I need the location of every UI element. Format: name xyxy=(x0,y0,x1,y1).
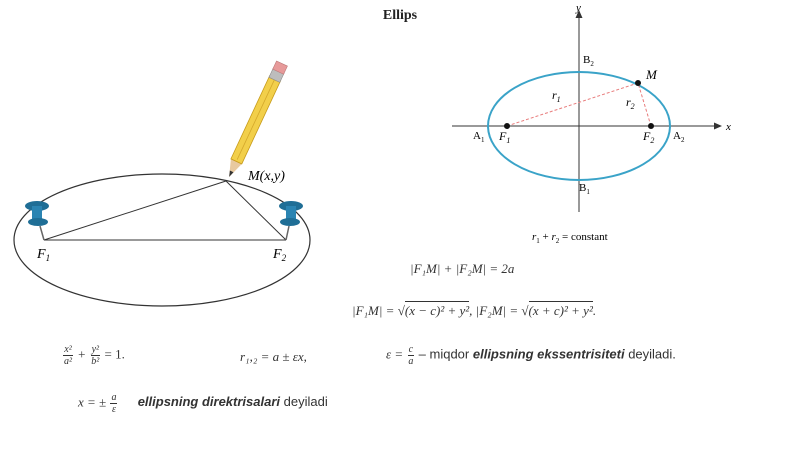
y-axis-label: y xyxy=(575,2,581,14)
point-m-label: M(x,y) xyxy=(247,169,285,184)
vertex-a2-label: A2 xyxy=(673,130,685,144)
string-f1-m xyxy=(43,180,227,241)
r2-segment xyxy=(637,82,652,127)
vertex-b1-label: B1 xyxy=(579,182,590,196)
pin-left-icon xyxy=(25,201,49,241)
focus1-label: F1 xyxy=(36,247,50,263)
focus-f2-label: F2 xyxy=(642,129,654,145)
x-axis-label: x xyxy=(725,121,731,133)
constant-caption: r1 + r2 = constant xyxy=(532,231,608,245)
vertex-b2-label: B2 xyxy=(583,54,594,68)
pencil-icon xyxy=(229,60,288,177)
left-ellipse xyxy=(13,173,311,307)
left-ellipse-figure: M(x,y) F1 F2 xyxy=(13,60,311,307)
right-ellipse xyxy=(487,71,671,181)
page-title: Ellips xyxy=(382,8,418,23)
string-f2-m xyxy=(225,180,287,241)
point-m-dot xyxy=(635,80,641,86)
focal-distance-formula: |F₁M| = √(x − c)² + y², |F₂M| = √(x + c)… xyxy=(352,301,597,318)
pin-right-icon xyxy=(279,201,303,241)
focus-f2-dot xyxy=(648,123,654,129)
r1-label: r1 xyxy=(552,88,561,104)
focal-sum-formula: |F₁M| + |F₂M| = 2a xyxy=(410,261,515,276)
r1-segment xyxy=(506,82,639,127)
x-axis-arrow-icon xyxy=(714,122,722,130)
focus-f1-label: F1 xyxy=(498,129,510,145)
focal-radius-formula: r₁,₂ = a ± εx, xyxy=(240,349,307,364)
r2-label: r2 xyxy=(626,95,635,111)
focus-f1-dot xyxy=(504,123,510,129)
y-axis-arrow-icon xyxy=(575,10,583,18)
focus2-label: F2 xyxy=(272,247,287,263)
point-m-label-right: M xyxy=(645,67,658,82)
right-ellipse-figure: x y B2 B1 A1 A2 F1 F2 M r1 r2 r1 + r2 = … xyxy=(452,2,731,245)
vertex-a1-label: A1 xyxy=(473,130,485,144)
